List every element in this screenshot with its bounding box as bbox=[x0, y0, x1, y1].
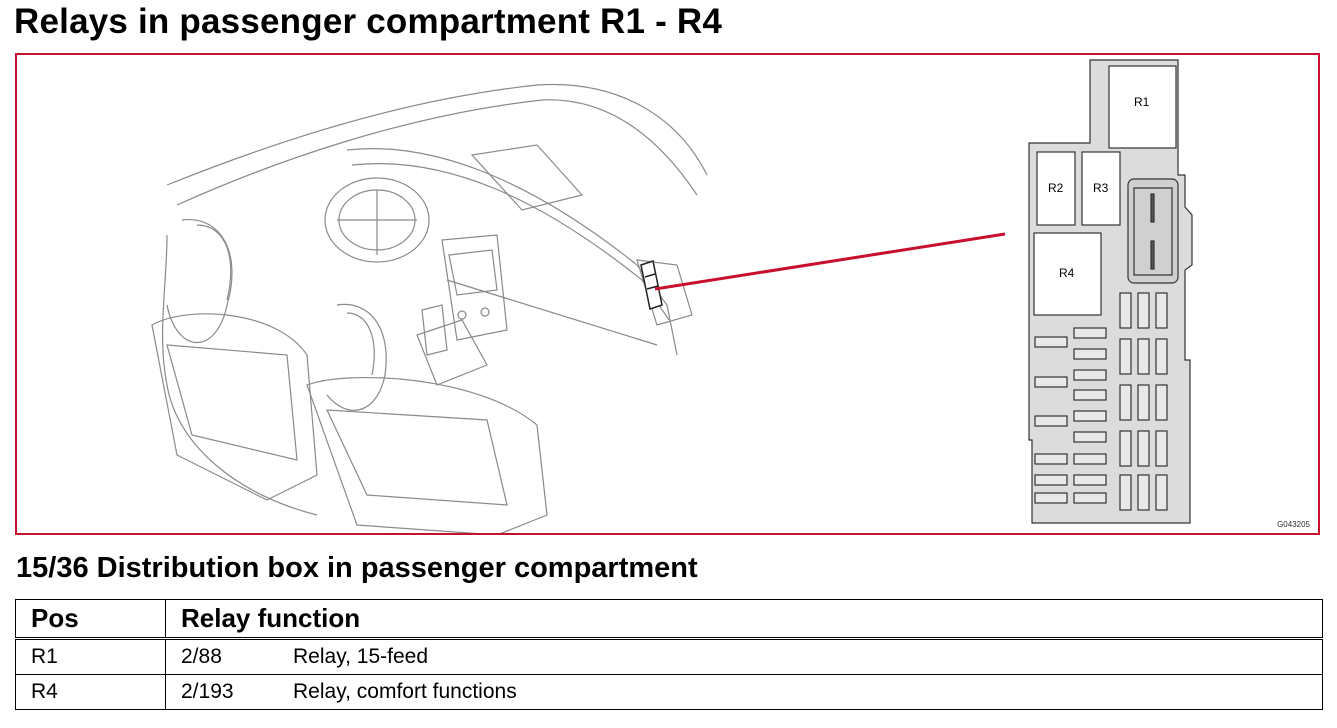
cell-pos: R4 bbox=[15, 674, 166, 710]
relay-slot-r2 bbox=[1036, 151, 1076, 226]
header-pos: Pos bbox=[15, 599, 166, 640]
relay-labels: R1 R2 R3 R4 bbox=[1048, 95, 1150, 280]
relay-label-r1: R1 bbox=[1134, 95, 1150, 109]
page-title: Relays in passenger compartment R1 - R4 bbox=[14, 2, 723, 41]
distribution-box-location bbox=[640, 260, 663, 310]
fuse-slots-horizontal bbox=[1034, 327, 1107, 504]
relay-location-figure: R1 R2 R3 R4 G043205 bbox=[15, 53, 1320, 535]
header-function: Relay function bbox=[165, 599, 1323, 640]
relay-label-r4: R4 bbox=[1059, 266, 1075, 280]
cell-code: 2/88 bbox=[181, 645, 222, 668]
car-interior-drawing bbox=[151, 83, 708, 533]
relay-label-r3: R3 bbox=[1093, 181, 1109, 195]
relay-socket bbox=[1127, 178, 1179, 284]
leader-line bbox=[654, 232, 1006, 291]
cell-function: 2/88 Relay, 15-feed bbox=[165, 638, 1323, 675]
table-row: R1 2/88 Relay, 15-feed bbox=[15, 638, 1323, 675]
relay-slot-r1 bbox=[1108, 65, 1177, 149]
cell-code: 2/193 bbox=[181, 680, 234, 703]
cell-function-text: Relay, comfort functions bbox=[293, 680, 517, 703]
fuse-slots-vertical bbox=[1119, 292, 1168, 511]
cell-function: 2/193 Relay, comfort functions bbox=[165, 674, 1323, 710]
figure-code: G043205 bbox=[1277, 520, 1310, 529]
table-row: R4 2/193 Relay, comfort functions bbox=[15, 674, 1323, 710]
distribution-box-diagram bbox=[1028, 59, 1193, 524]
section-title: 15/36 Distribution box in passenger comp… bbox=[16, 552, 698, 584]
relay-label-r2: R2 bbox=[1048, 181, 1064, 195]
cell-pos: R1 bbox=[15, 638, 166, 675]
relay-slot-r3 bbox=[1081, 151, 1121, 226]
table-header-row: Pos Relay function bbox=[15, 599, 1323, 640]
relay-table: Pos Relay function R1 2/88 Relay, 15-feed… bbox=[15, 599, 1323, 710]
relay-slot-r4 bbox=[1033, 232, 1102, 316]
figure-illustration: R1 R2 R3 R4 bbox=[151, 59, 1193, 533]
cell-function-text: Relay, 15-feed bbox=[293, 645, 429, 668]
